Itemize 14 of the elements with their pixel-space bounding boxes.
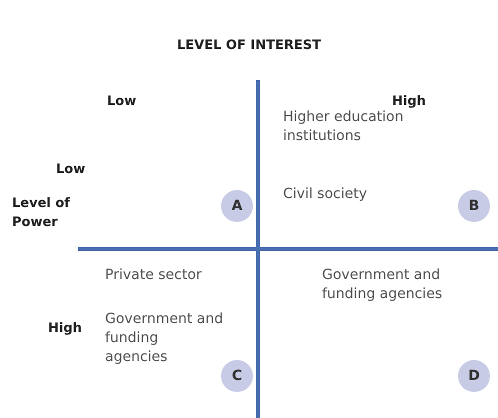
quadrant-marker: B — [458, 190, 490, 222]
column-heading: High — [392, 93, 426, 110]
quadrant-marker: D — [458, 360, 490, 392]
axis-title: Level of Power — [12, 195, 71, 232]
quadrant-text: Government and funding agencies — [322, 266, 444, 304]
quadrant-text: Private sector — [105, 266, 203, 285]
quadrant-marker: C — [221, 360, 253, 392]
column-heading: Low — [107, 93, 136, 111]
quadrant-marker: A — [221, 190, 253, 222]
row-heading: Low — [56, 161, 86, 179]
quadrant-text: Civil society — [283, 185, 368, 204]
axis-title: LEVEL OF INTEREST — [176, 37, 322, 55]
quadrant-text: Higher education institutions — [283, 108, 404, 146]
row-heading: High — [48, 320, 82, 338]
